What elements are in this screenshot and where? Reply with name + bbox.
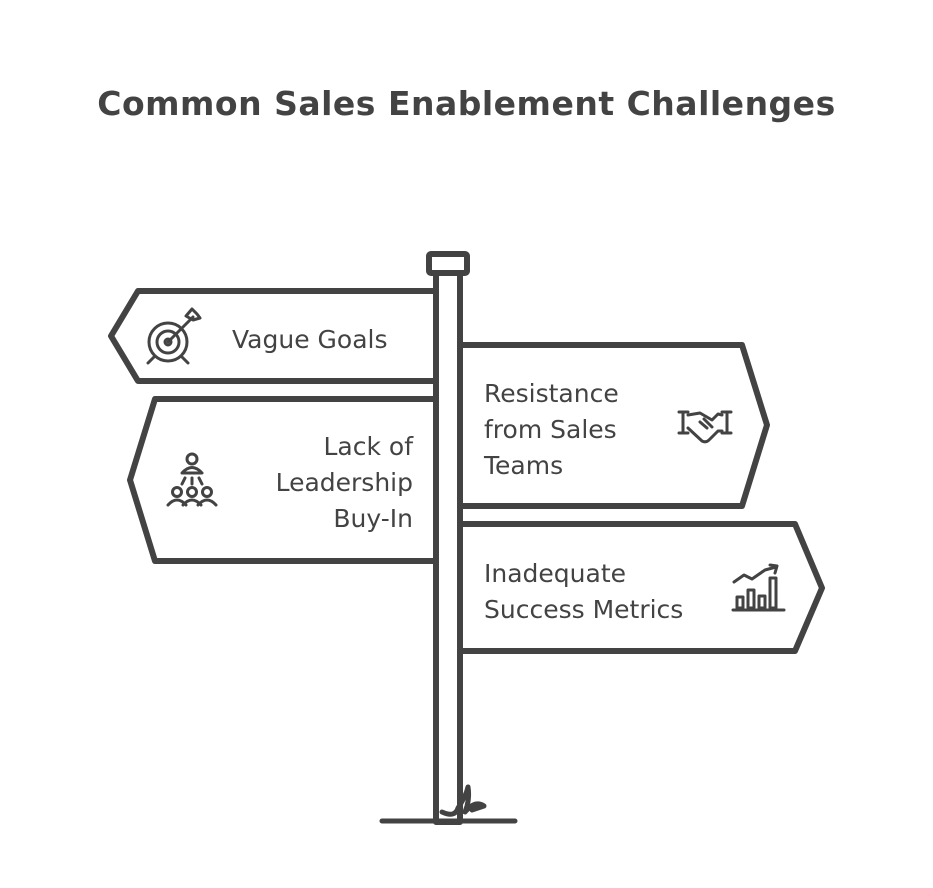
leader-group-icon — [166, 452, 218, 507]
diagram-title: Common Sales Enablement Challenges — [97, 84, 836, 123]
ground — [379, 784, 518, 824]
sign-label-resistance: Resistance from Sales Teams — [484, 379, 619, 480]
growth-chart-icon — [731, 563, 786, 612]
sign-label-metrics: Inadequate Success Metrics — [484, 559, 684, 624]
pole — [426, 251, 470, 825]
handshake-icon — [677, 410, 733, 444]
grass-icon — [439, 784, 487, 817]
sign-label-vague-goals: Vague Goals — [232, 325, 388, 354]
target-icon — [146, 307, 202, 365]
sign-label-leadership: Lack of Leadership Buy-In — [275, 432, 413, 533]
